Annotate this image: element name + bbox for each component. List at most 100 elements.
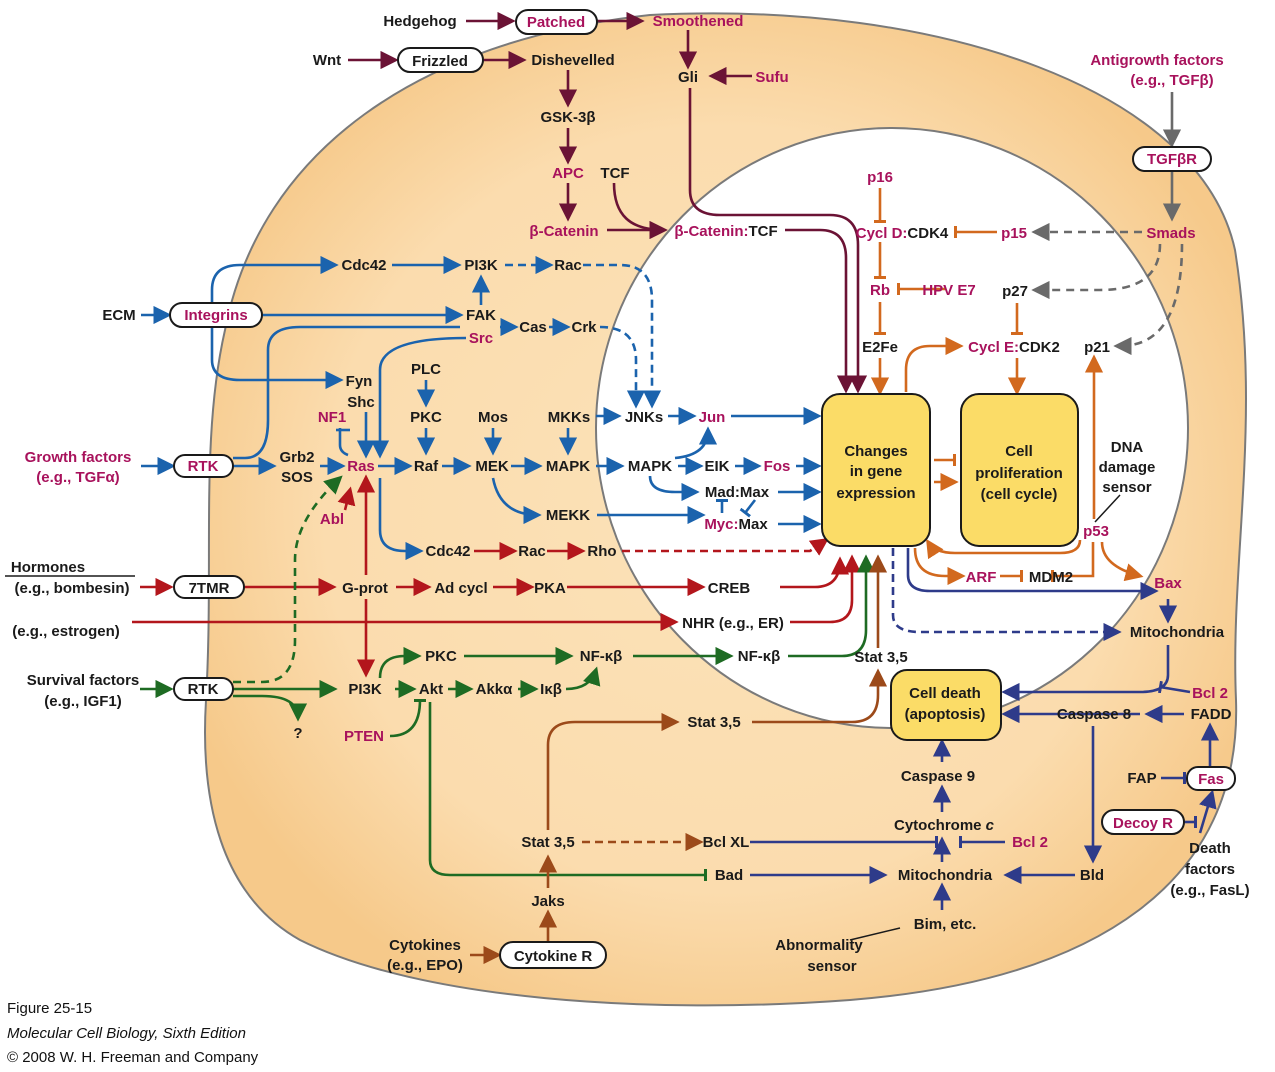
label-rtk2: RTK (188, 681, 219, 698)
label-changes3: expression (836, 485, 915, 502)
label-smads: Smads (1146, 225, 1195, 242)
label-nfkb1: NF-κβ (580, 648, 623, 665)
label-p15: p15 (1001, 225, 1027, 242)
label-rtk1: RTK (188, 458, 219, 475)
label-nhr: NHR (e.g., ER) (682, 615, 784, 632)
label-ecm: ECM (102, 307, 135, 324)
label-bax: Bax (1154, 575, 1182, 592)
label-fap: FAP (1127, 770, 1156, 787)
label-antigrowth2: (e.g., TGFβ) (1130, 72, 1213, 89)
label-abn2: sensor (807, 958, 856, 975)
label-estrogen: (e.g., estrogen) (12, 623, 120, 640)
label-cas: Cas (519, 319, 547, 336)
label-smoothened: Smoothened (653, 13, 744, 30)
label-cycle: Cycl E:CDK2 (968, 339, 1060, 356)
label-survival1: Survival factors (27, 672, 140, 689)
label-mekk: MEKK (546, 507, 590, 524)
rtk1-box (173, 454, 234, 478)
label-tcf: TCF (600, 165, 629, 182)
label-bid: Bld (1080, 867, 1104, 884)
label-bim: Bim, etc. (914, 916, 977, 933)
label-arf: ARF (966, 569, 997, 586)
label-mkks: MKKs (548, 409, 591, 426)
label-tgfbr: TGFβR (1147, 151, 1197, 168)
label-crk: Crk (571, 319, 597, 336)
blue-pathways (141, 255, 822, 561)
figure-number: Figure 25-15 (7, 1000, 93, 1017)
label-hedgehog: Hedgehog (383, 13, 456, 30)
label-src: Src (469, 330, 493, 347)
boxes (169, 9, 1236, 969)
label-rac-bot: Rac (518, 543, 546, 560)
label-nfkb2: NF-κβ (738, 648, 781, 665)
label-p21: p21 (1084, 339, 1110, 356)
label-fyn: Fyn (346, 373, 373, 390)
label-hpve7: HPV E7 (922, 282, 975, 299)
label-gli: Gli (678, 69, 698, 86)
label-frizzled: Frizzled (412, 53, 468, 70)
label-mito2: Mitochondria (898, 867, 993, 884)
label-jnks: JNKs (625, 409, 663, 426)
cytokiner-box (499, 941, 607, 969)
label-jun: Jun (699, 409, 726, 426)
label-bclxl: Bcl XL (703, 834, 750, 851)
label-wnt: Wnt (313, 52, 341, 69)
copyright: © 2008 W. H. Freeman and Company (7, 1049, 259, 1066)
label-bombesin: (e.g., bombesin) (14, 580, 129, 597)
label-integrins: Integrins (184, 307, 247, 324)
navy-pathways (750, 548, 1220, 941)
label-adcycl: Ad cycl (434, 580, 487, 597)
book-title: Molecular Cell Biology, Sixth Edition (7, 1025, 246, 1042)
brown-pathways (470, 554, 888, 965)
orange-pathways (870, 188, 1144, 586)
label-bcl2a: Bcl 2 (1192, 685, 1228, 702)
label-madmax: Mad:Max (705, 484, 770, 501)
label-cytokines1: Cytokines (389, 937, 461, 954)
label-pkc-mid: PKC (410, 409, 442, 426)
cell-death-box (890, 669, 1002, 741)
cell-proliferation-box (960, 393, 1079, 547)
label-deathf2: factors (1185, 861, 1235, 878)
label-antigrowth1: Antigrowth factors (1090, 52, 1223, 69)
green-pathways (140, 475, 876, 881)
frizzled-box (397, 47, 484, 73)
label-fadd: FADD (1191, 706, 1232, 723)
label-shc: Shc (347, 394, 375, 411)
label-pka: PKA (534, 580, 566, 597)
label-bad: Bad (715, 867, 743, 884)
label-eik: EIK (704, 458, 729, 475)
label-changes2: in gene (850, 463, 903, 480)
label-apc: APC (552, 165, 584, 182)
label-nf1: NF1 (318, 409, 346, 426)
label-p16: p16 (867, 169, 893, 186)
labels: Hedgehog Patched Smoothened Wnt Frizzled… (11, 13, 1250, 975)
changes-box (821, 393, 931, 547)
label-raf: Raf (414, 458, 439, 475)
tmr7-box (173, 575, 245, 599)
label-cytokiner: Cytokine R (514, 948, 593, 965)
label-creb: CREB (708, 580, 751, 597)
label-dna3: sensor (1102, 479, 1151, 496)
label-deathf1: Death (1189, 840, 1231, 857)
label-pi3k-low: PI3K (348, 681, 382, 698)
rtk2-box (173, 677, 234, 701)
label-abl: Abl (320, 511, 344, 528)
label-pkc-low: PKC (425, 648, 457, 665)
label-abn1: Abnormality (775, 937, 863, 954)
label-gf2: (e.g., TGFα) (36, 469, 119, 486)
label-pi3k-top: PI3K (464, 257, 498, 274)
red-pathways (132, 474, 862, 678)
label-cdc42-bot: Cdc42 (425, 543, 470, 560)
label-death2: (apoptosis) (905, 706, 986, 723)
label-stat-mid: Stat 3,5 (687, 714, 740, 731)
label-cycld: Cycl D:CDK4 (856, 225, 949, 242)
label-grb2: Grb2 (279, 449, 314, 466)
label-cellprol3: (cell cycle) (981, 486, 1058, 503)
label-ras: Ras (347, 458, 375, 475)
label-tmr7: 7TMR (189, 580, 230, 597)
patched-box (515, 9, 598, 35)
label-cellprol2: proliferation (975, 465, 1063, 482)
label-plc: PLC (411, 361, 441, 378)
label-jaks: Jaks (531, 893, 564, 910)
